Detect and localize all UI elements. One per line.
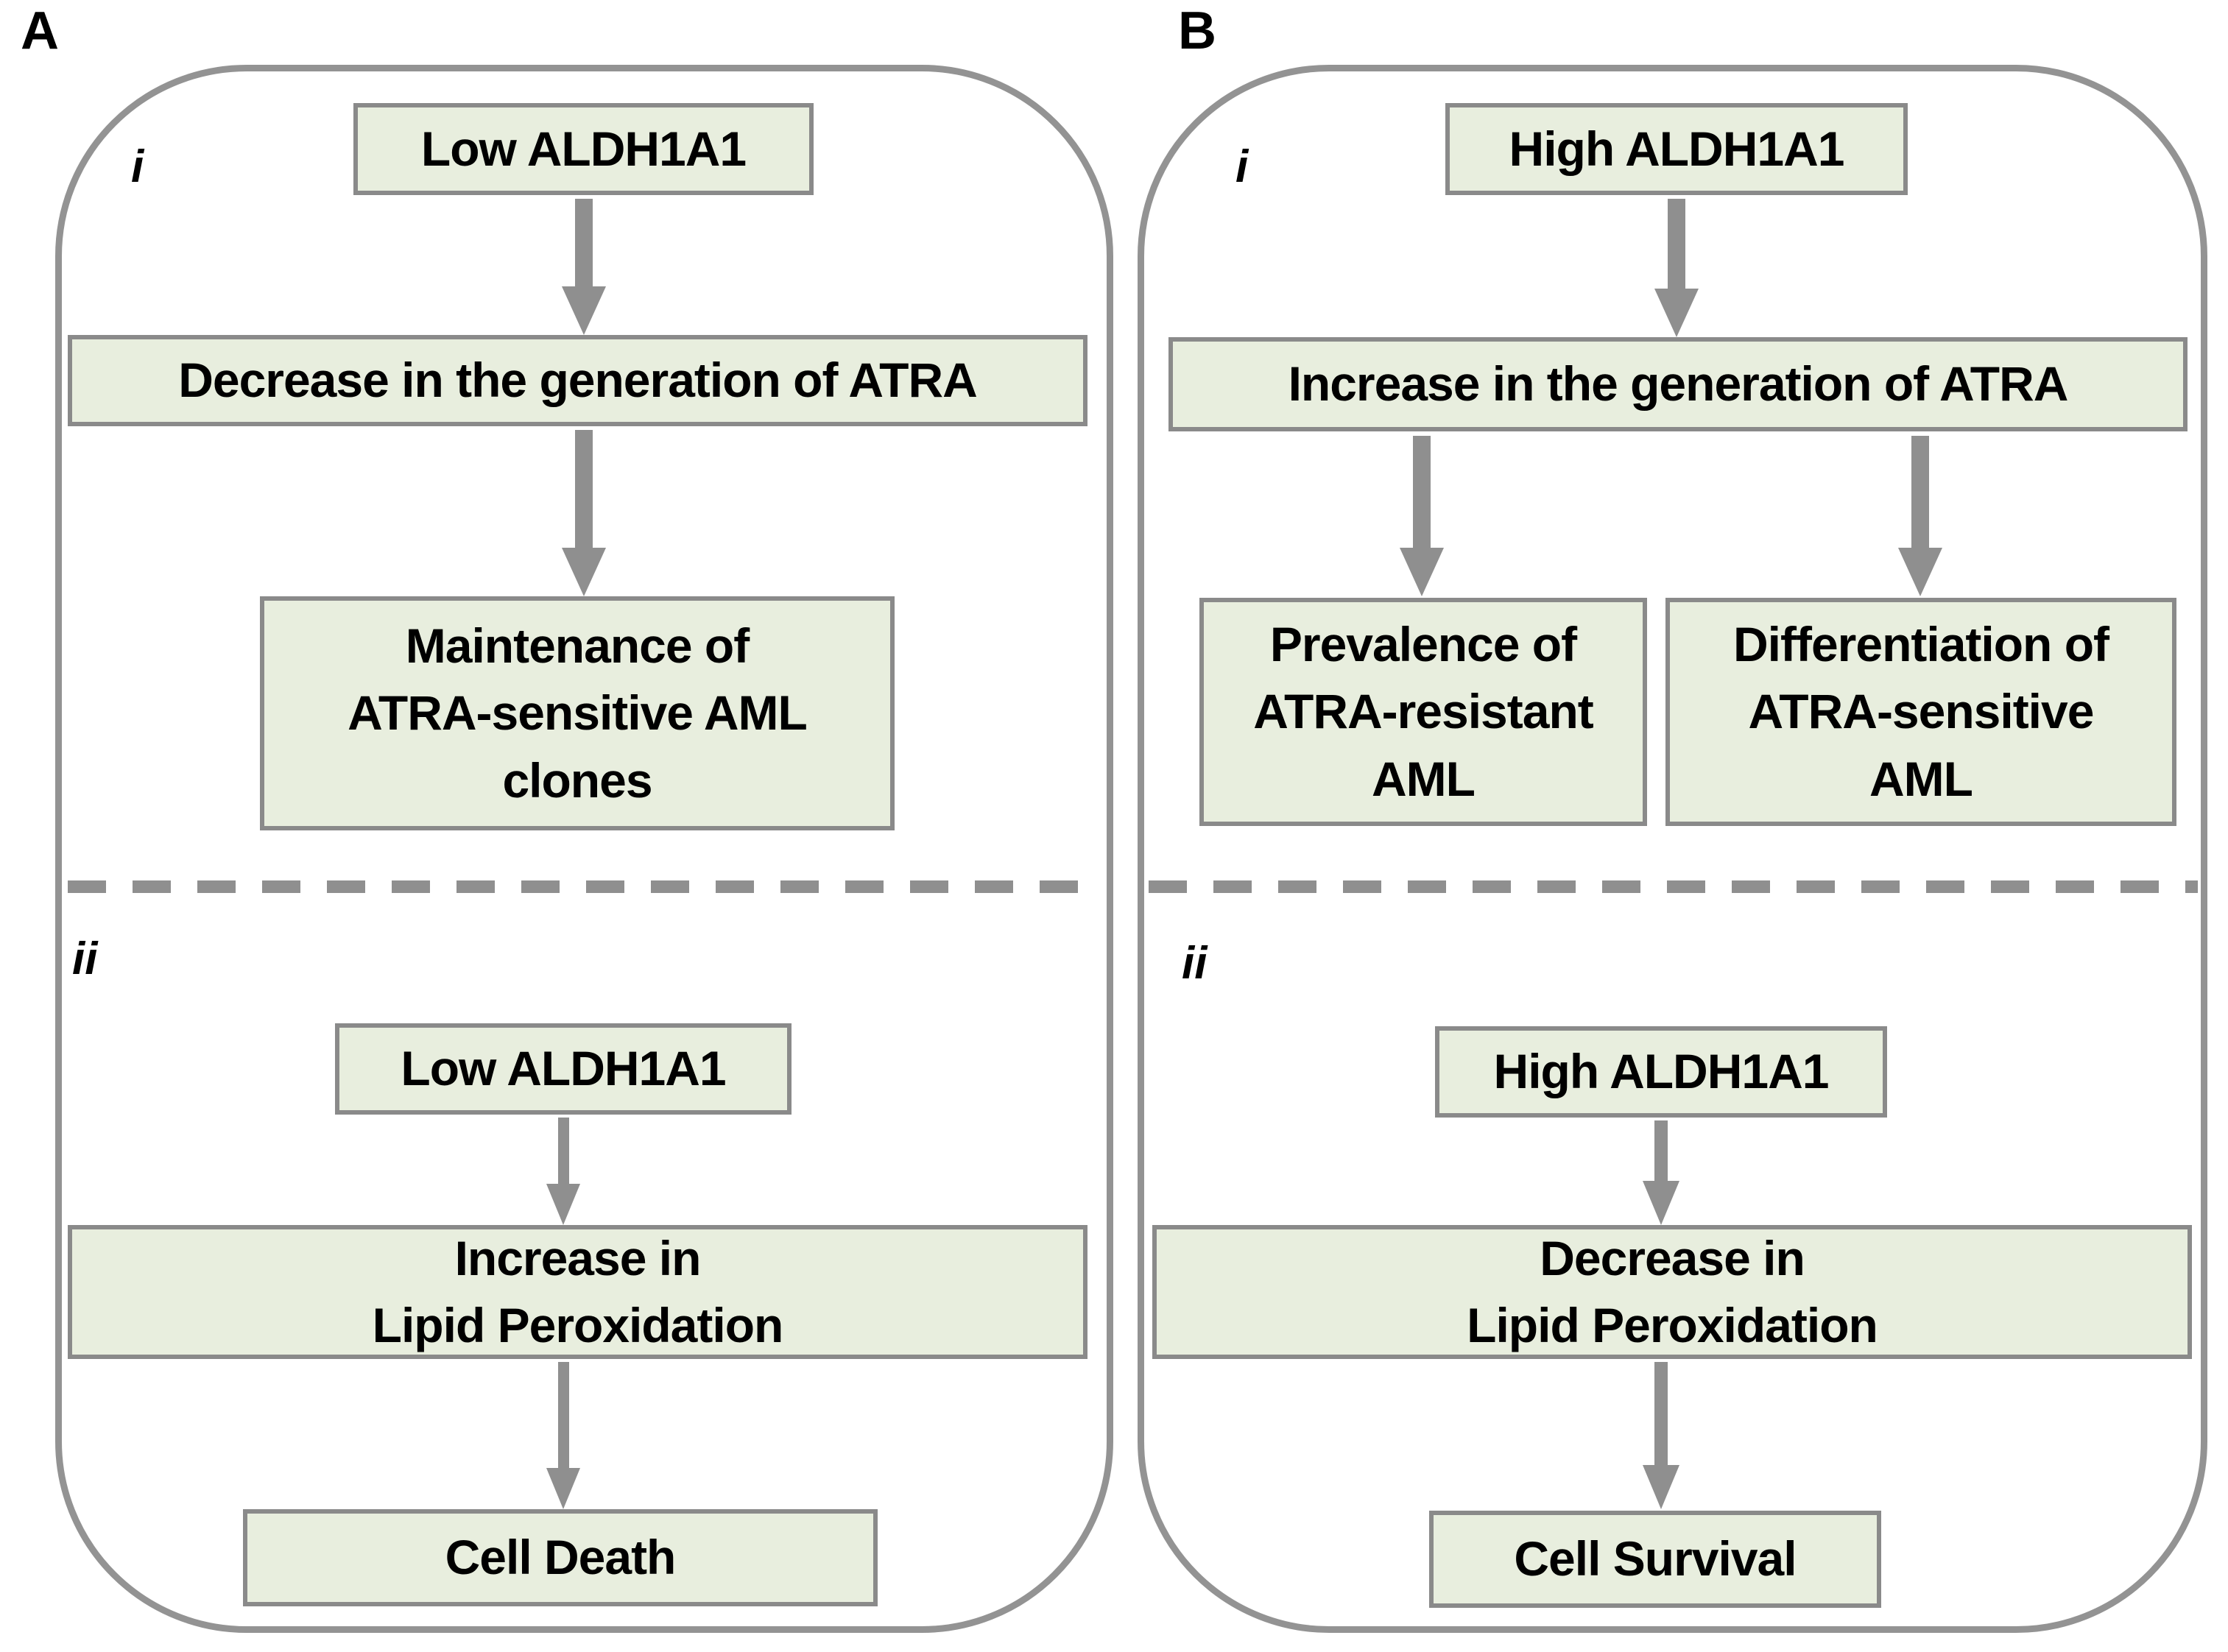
arrow-shaft [575,199,593,286]
section-i-label-a: i [131,141,144,192]
arrow-head [1400,548,1444,596]
panel-b-outline [1138,65,2207,1633]
arrow-down [546,1118,580,1225]
box-a-low-aldh1a1-i: Low ALDH1A1 [353,103,814,195]
box-a-decrease-atra: Decrease in the generation of ATRA [68,335,1087,426]
arrow-shaft [1668,199,1685,289]
box-b-high-aldh1a1-i: High ALDH1A1 [1445,103,1908,195]
panel-b-label: B [1178,1,1216,60]
panel-a-outline [55,65,1113,1633]
arrow-shaft [575,430,593,548]
arrow-head [1898,548,1942,596]
section-ii-label-b: ii [1182,938,1208,989]
dashed-divider-b [1149,880,2198,893]
arrow-down [1898,436,1942,596]
box-a-lipid-peroxidation: Increase in Lipid Peroxidation [68,1225,1087,1359]
arrow-down [1400,436,1444,596]
box-b-differentiation: Differentiation of ATRA-sensitive AML [1665,598,2176,826]
box-b-increase-atra: Increase in the generation of ATRA [1168,337,2188,431]
box-a-maintenance: Maintenance of ATRA-sensitive AML clones [260,596,895,830]
arrow-head [562,548,606,596]
arrow-shaft [1654,1362,1668,1465]
arrow-down [1643,1120,1679,1225]
arrow-down [562,199,606,335]
box-b-prevalence: Prevalence of ATRA-resistant AML [1199,598,1647,826]
box-a-cell-death: Cell Death [243,1509,878,1606]
arrow-head [546,1468,580,1509]
arrow-down [1643,1362,1679,1509]
arrow-shaft [1654,1120,1668,1181]
section-ii-label-a: ii [72,933,98,984]
arrow-head [1654,289,1699,337]
arrow-shaft [557,1362,569,1468]
arrow-head [1643,1181,1679,1225]
arrow-down [562,430,606,596]
arrow-shaft [557,1118,569,1184]
box-b-high-aldh1a1-ii: High ALDH1A1 [1435,1026,1887,1118]
dashed-divider-a [68,880,1087,893]
box-b-cell-survival: Cell Survival [1429,1511,1881,1608]
arrow-down [1654,199,1699,337]
section-i-label-b: i [1235,141,1249,192]
box-a-low-aldh1a1-ii: Low ALDH1A1 [335,1023,792,1115]
arrow-head [546,1184,580,1225]
arrow-shaft [1413,436,1431,548]
arrow-shaft [1911,436,1929,548]
arrow-head [1643,1465,1679,1509]
arrow-head [562,286,606,335]
arrow-down [546,1362,580,1509]
panel-a-label: A [21,1,59,60]
box-b-lipid-peroxidation: Decrease in Lipid Peroxidation [1152,1225,2192,1359]
